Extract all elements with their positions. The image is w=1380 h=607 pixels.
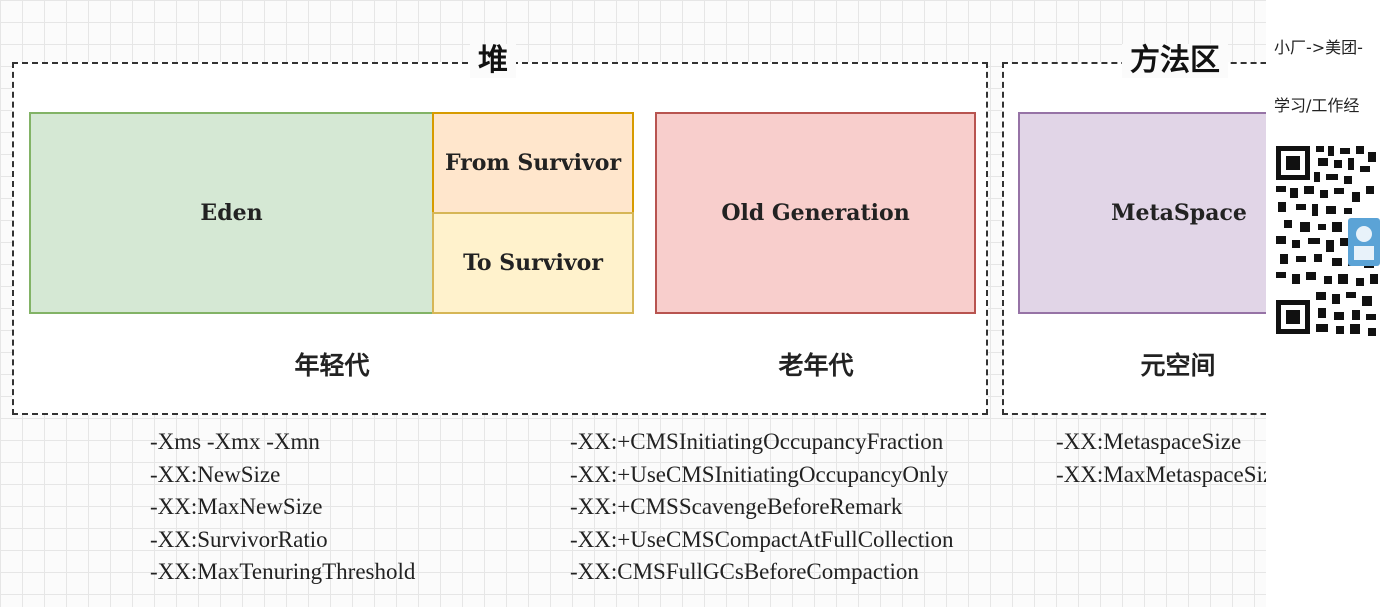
qr-code-icon (1274, 142, 1380, 338)
heap-title: 堆 (470, 44, 516, 78)
param-item: -XX:+UseCMSInitiatingOccupancyOnly (570, 461, 949, 487)
param-item: -XX:MaxNewSize (150, 494, 323, 520)
param-item: -Xms -Xmx -Xmn (150, 429, 320, 454)
param-item: -XX:MaxTenuringThreshold (150, 559, 416, 585)
side-text-line1: 小厂->美团- (1274, 38, 1363, 57)
metaspace-label: 元空间 (1140, 351, 1216, 380)
meta-params: -XX:MetaspaceSize -XX:MaxMetaspaceSize (1056, 426, 1283, 491)
to-survivor-box: To Survivor (432, 212, 634, 314)
param-item: -XX:MaxMetaspaceSize (1056, 461, 1284, 487)
from-survivor-box: From Survivor (432, 112, 634, 214)
param-item: -XX:CMSFullGCsBeforeCompaction (570, 559, 919, 585)
old-generation-box: Old Generation (655, 112, 976, 314)
side-text-line2: 学习/工作经 (1274, 96, 1360, 115)
param-item: -XX:+UseCMSCompactAtFullCollection (570, 526, 954, 552)
eden-box: Eden (29, 112, 434, 314)
param-item: -XX:MetaspaceSize (1056, 429, 1242, 454)
old-generation-label: 老年代 (778, 351, 854, 380)
param-item: -XX:NewSize (150, 461, 281, 487)
param-item: -XX:+CMSScavengeBeforeRemark (570, 494, 903, 520)
param-item: -XX:SurvivorRatio (150, 526, 328, 552)
param-item: -XX:+CMSInitiatingOccupancyFraction (570, 429, 944, 454)
young-params: -Xms -Xmx -Xmn -XX:NewSize -XX:MaxNewSiz… (150, 426, 415, 589)
old-params: -XX:+CMSInitiatingOccupancyFraction -XX:… (570, 426, 954, 589)
side-panel: 小厂->美团- 学习/工作经 (1266, 0, 1380, 607)
method-area-title: 方法区 (1122, 44, 1228, 78)
young-generation-label: 年轻代 (294, 351, 370, 380)
